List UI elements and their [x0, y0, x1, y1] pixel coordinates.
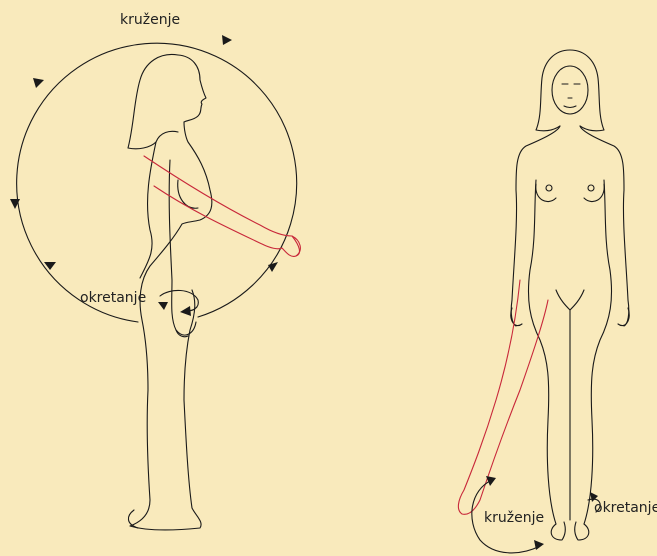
left-figure: kruženje okretanje [10, 12, 300, 530]
foot [128, 510, 138, 528]
hair [536, 50, 570, 131]
circle-arrow-top-icon [222, 35, 232, 45]
circle-arrow-right-icon [268, 262, 278, 272]
right-hand [618, 308, 629, 326]
right-figure: kruženje okretanje [458, 50, 657, 553]
pelvis [556, 290, 584, 310]
feet [551, 522, 589, 540]
face [552, 66, 588, 114]
leg-rotation-label: okretanje [594, 500, 657, 516]
arm-circumduction-label: kruženje [120, 12, 180, 28]
hair [128, 54, 178, 148]
arm-rotation-label: okretanje [80, 290, 146, 306]
circle-arrow-left-upper-icon [33, 78, 44, 88]
rotation-arrow-icon [180, 306, 191, 316]
rotation-arrow-left-icon [158, 302, 168, 310]
arm-rotation-arc [160, 290, 198, 310]
leg-arc-arrow-icon [486, 476, 496, 486]
body-outline-front [130, 122, 212, 530]
moving-arm [144, 156, 300, 256]
leg-circumduction-label: kruženje [484, 510, 544, 526]
arm-circumduction-circle [17, 43, 297, 322]
face-profile [184, 80, 206, 122]
moving-leg [458, 280, 548, 514]
